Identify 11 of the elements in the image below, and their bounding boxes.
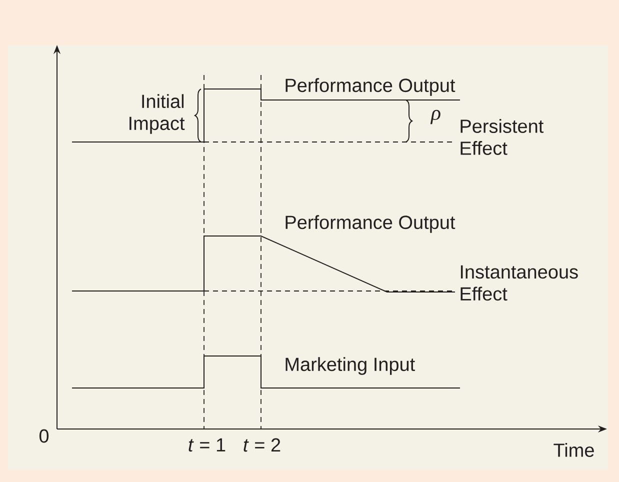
curve-label: Marketing Input xyxy=(286,357,415,375)
axis-label: 0 xyxy=(39,429,49,443)
annotation-label: Persistent Effect xyxy=(460,119,544,155)
annotation-label: Initial Impact xyxy=(130,94,185,134)
axis-label: Time xyxy=(554,443,594,457)
annotation-label: Instantaneous Effect xyxy=(460,265,578,301)
tick-label: t = 1 xyxy=(188,438,226,452)
curve-label: Performance Output xyxy=(286,215,456,233)
parameter-symbol: ρ xyxy=(430,110,440,124)
curve-label: Performance Output xyxy=(286,78,456,96)
tick-label: t = 2 xyxy=(244,438,280,452)
